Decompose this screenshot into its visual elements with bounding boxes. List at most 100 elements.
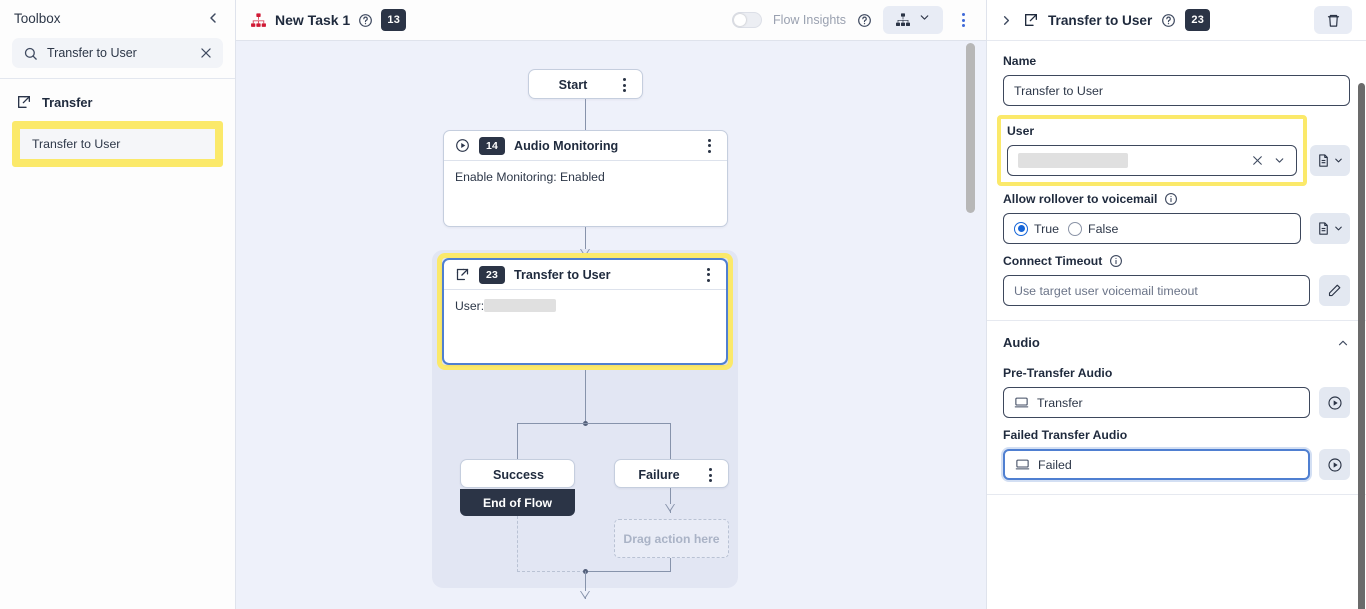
node-audio-monitoring-title: Audio Monitoring [514, 138, 619, 153]
monitor-icon [1015, 457, 1030, 472]
node-success-title: Success [492, 468, 545, 482]
connect-timeout-edit-button[interactable] [1319, 275, 1350, 306]
radio-true-circle [1014, 221, 1028, 236]
arrow-icon [580, 591, 590, 599]
field-connect-timeout-section: Connect Timeout Use target user voicemai… [987, 254, 1366, 321]
failed-transfer-audio-play-button[interactable] [1319, 449, 1350, 480]
toolbox-item-highlight-ring: Transfer to User [12, 121, 223, 167]
user-select[interactable] [1007, 145, 1297, 176]
node-audio-monitoring[interactable]: 14 Audio Monitoring Enable Monitoring: E… [443, 130, 728, 227]
properties-panel: Transfer to User 23 Name Transfer to Use… [986, 0, 1366, 609]
field-rollover-section: Allow rollover to voicemail True False [987, 192, 1366, 254]
node-transfer-user-value-redacted [484, 299, 557, 312]
kebab-vertical-icon[interactable] [615, 75, 633, 95]
node-end-of-flow[interactable]: End of Flow [460, 489, 575, 516]
center-column: New Task 1 13 Flow Insights [236, 0, 986, 609]
flow-insights-help-icon[interactable] [857, 13, 872, 28]
failed-transfer-audio-label: Failed Transfer Audio [1003, 428, 1128, 442]
field-user-row-outer: User [997, 115, 1350, 186]
field-user-section: User [987, 115, 1366, 192]
flow-insights-toggle[interactable] [732, 12, 763, 28]
edge-split-horizontal [517, 423, 671, 425]
pre-transfer-audio-label: Pre-Transfer Audio [1003, 366, 1113, 380]
node-failure-title: Failure [638, 468, 680, 482]
node-start-title: Start [558, 78, 588, 92]
toolbox-group-transfer: Transfer Transfer to User [0, 79, 235, 167]
toolbox-header: Toolbox [0, 0, 235, 36]
info-circle-icon[interactable] [1164, 192, 1178, 206]
field-name-row: Transfer to User [1003, 75, 1350, 106]
top-toolbar: New Task 1 13 Flow Insights [236, 0, 986, 41]
help-circle-icon[interactable] [1161, 13, 1176, 28]
rollover-variable-button[interactable] [1310, 213, 1350, 244]
node-failure[interactable]: Failure [614, 459, 729, 488]
connect-timeout-input[interactable]: Use target user voicemail timeout [1003, 275, 1310, 306]
radio-false[interactable]: False [1068, 221, 1118, 236]
delete-button[interactable] [1314, 6, 1352, 34]
toolbar-left-group: New Task 1 13 [250, 9, 407, 31]
failed-transfer-audio-input[interactable]: Failed [1003, 449, 1310, 480]
kebab-vertical-icon[interactable] [699, 265, 717, 285]
node-audio-monitoring-header: 14 Audio Monitoring [444, 131, 727, 161]
failed-transfer-audio-value: Failed [1038, 457, 1072, 472]
chevron-right-icon[interactable] [999, 13, 1014, 28]
chevron-down-icon[interactable] [1273, 154, 1286, 167]
kebab-vertical-icon[interactable] [700, 136, 718, 156]
field-connect-timeout-label: Connect Timeout [1003, 254, 1103, 268]
user-value-redacted [1018, 153, 1128, 168]
canvas-scrollbar[interactable] [966, 43, 975, 213]
chevron-down-icon [918, 11, 931, 29]
audio-section-header[interactable]: Audio [987, 321, 1366, 362]
chevron-up-icon[interactable] [1336, 336, 1350, 350]
divider [0, 78, 235, 79]
arrow-icon [665, 504, 675, 512]
search-input[interactable]: Transfer to User [12, 38, 223, 68]
view-mode-select[interactable] [883, 6, 943, 34]
external-link-icon [16, 94, 32, 110]
edge-join-down [585, 571, 587, 599]
flow-canvas[interactable]: Start 14 Audio Monitoring Enable Monitor… [236, 41, 986, 609]
node-transfer-to-user[interactable]: 23 Transfer to User User: [442, 258, 728, 365]
search-icon [23, 46, 38, 61]
flow-tree-icon [895, 12, 911, 28]
node-transfer-user-label: User: [455, 299, 485, 313]
node-success[interactable]: Success [460, 459, 575, 488]
close-icon[interactable] [1251, 154, 1264, 167]
properties-panel-title: Transfer to User [1048, 12, 1153, 28]
flow-tree-icon [250, 12, 267, 29]
user-variable-button[interactable] [1310, 145, 1350, 176]
user-select-icons [1251, 154, 1286, 167]
help-circle-icon[interactable] [358, 13, 373, 28]
pre-transfer-audio-input[interactable]: Transfer [1003, 387, 1310, 418]
toolbox-group-header[interactable]: Transfer [0, 91, 235, 113]
play-circle-icon [1327, 395, 1342, 410]
node-start[interactable]: Start [528, 69, 643, 99]
properties-panel-header: Transfer to User 23 [987, 0, 1366, 41]
external-link-icon [455, 267, 470, 282]
toolbox-search-wrapper: Transfer to User [0, 36, 235, 78]
flow-insights-label: Flow Insights [773, 13, 846, 27]
field-rollover-label-row: Allow rollover to voicemail [1003, 192, 1350, 206]
audio-section-title: Audio [1003, 335, 1040, 350]
close-icon[interactable] [199, 46, 213, 60]
pre-transfer-audio-value: Transfer [1037, 395, 1083, 410]
name-input[interactable]: Transfer to User [1003, 75, 1350, 106]
kebab-vertical-icon[interactable] [954, 10, 972, 30]
task-badge: 13 [381, 9, 407, 31]
pencil-icon [1328, 284, 1341, 297]
pre-transfer-audio-play-button[interactable] [1319, 387, 1350, 418]
properties-panel-badge: 23 [1185, 9, 1211, 31]
node-start-header: Start [529, 70, 642, 100]
field-user-highlight-ring: User [997, 115, 1307, 186]
node-transfer-to-user-body: User: [444, 290, 726, 322]
chevron-left-icon[interactable] [203, 8, 223, 28]
edge-transfer-to-split [585, 370, 587, 423]
radio-true[interactable]: True [1014, 221, 1059, 236]
properties-panel-scrollbar[interactable] [1358, 83, 1365, 609]
dropzone-failure[interactable]: Drag action here [614, 519, 729, 558]
info-circle-icon[interactable] [1109, 254, 1123, 268]
node-transfer-to-user-title: Transfer to User [514, 267, 611, 282]
kebab-vertical-icon[interactable] [701, 465, 719, 485]
toolbox-item-transfer-to-user[interactable]: Transfer to User [20, 129, 215, 159]
